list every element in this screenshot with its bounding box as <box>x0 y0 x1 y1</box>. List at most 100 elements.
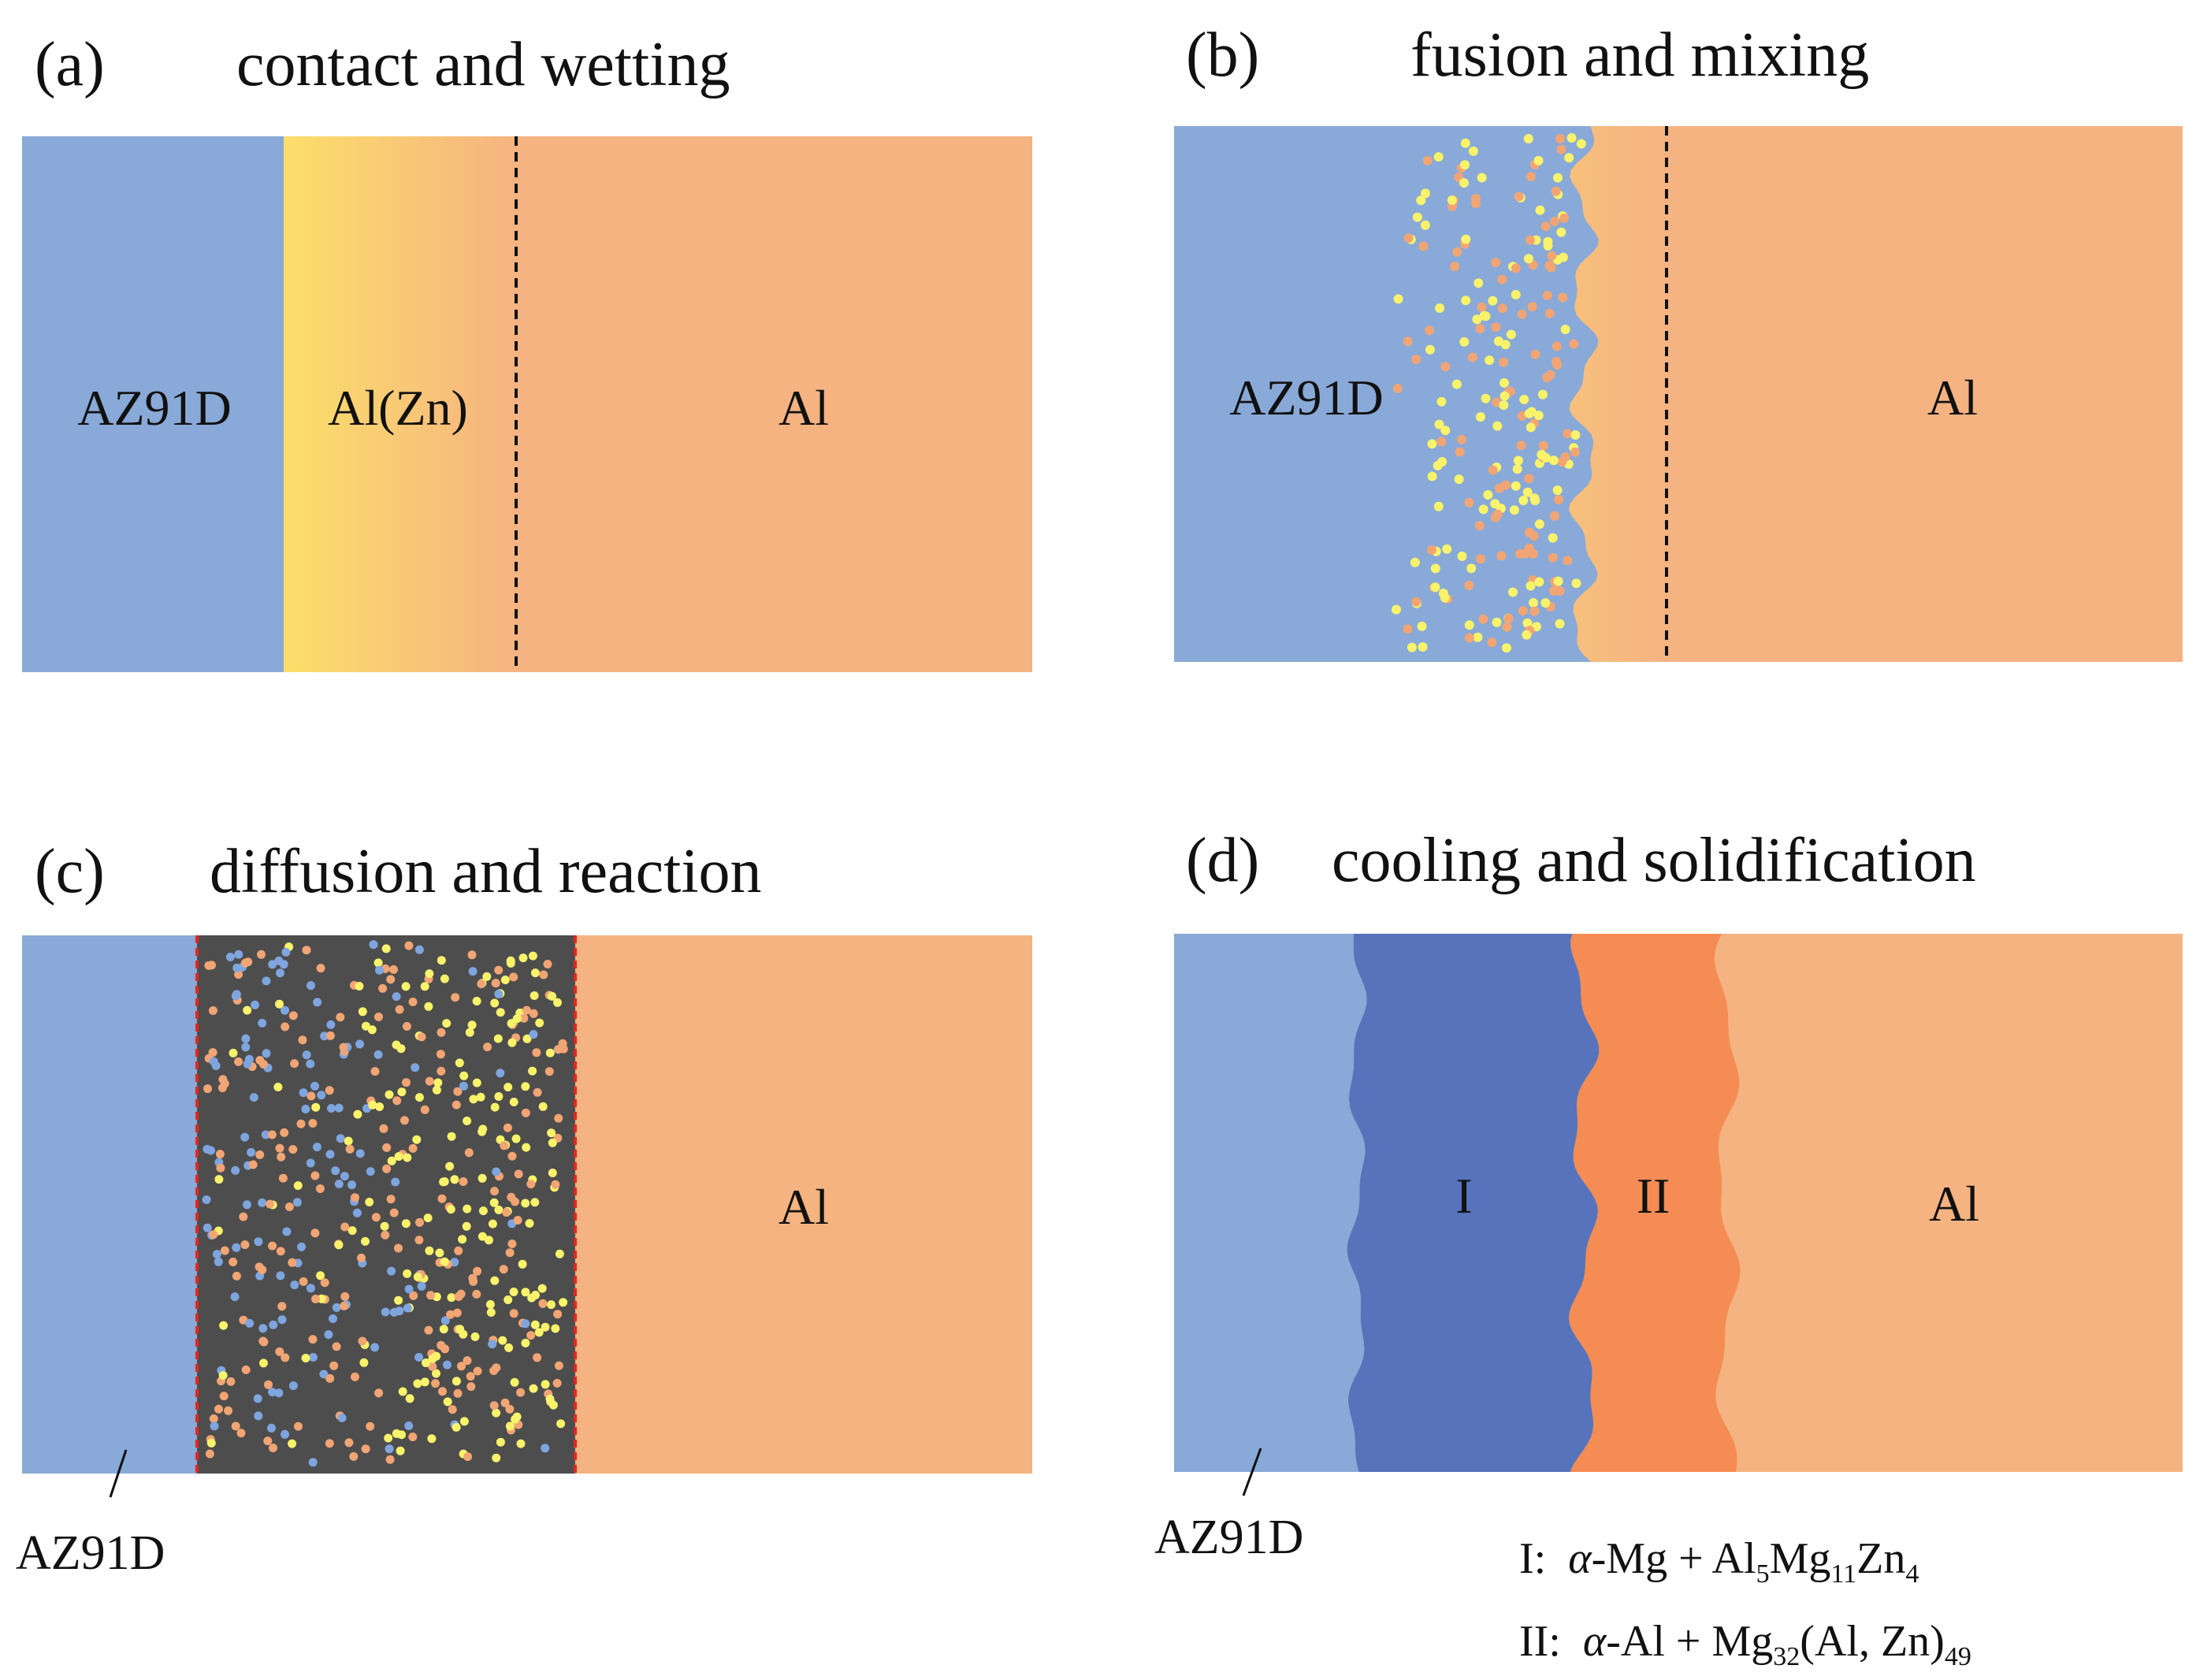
reaction-dot <box>521 1319 530 1329</box>
mixing-dot <box>1530 349 1540 359</box>
panel-c-diagram <box>22 935 1032 1498</box>
reaction-dot <box>266 1199 275 1209</box>
reaction-dot <box>288 1258 297 1267</box>
reaction-dot <box>414 1093 424 1102</box>
reaction-dot <box>277 1152 286 1162</box>
reaction-dot <box>534 1328 544 1337</box>
mixing-dot <box>1452 247 1462 257</box>
reaction-dot <box>436 1050 445 1059</box>
reaction-dot <box>551 1324 560 1333</box>
reaction-dot <box>437 1028 446 1037</box>
reaction-dot <box>417 1281 426 1291</box>
reaction-dot <box>209 1414 218 1423</box>
reaction-dot <box>545 1394 555 1403</box>
mixing-dot <box>1478 504 1488 515</box>
reaction-dot <box>425 1076 434 1086</box>
reaction-dot <box>521 1082 530 1091</box>
legend-phase-I-text: -Mg + Al <box>1591 1534 1756 1583</box>
mixing-dot <box>1543 236 1553 247</box>
reaction-dot <box>251 1000 260 1009</box>
reaction-dot <box>499 1265 508 1274</box>
mixing-dot <box>1545 370 1555 380</box>
mixing-dot <box>1499 400 1509 411</box>
reaction-dot <box>494 965 504 975</box>
reaction-dot <box>522 1034 532 1043</box>
reaction-dot <box>399 1116 409 1125</box>
reaction-dot <box>276 968 284 978</box>
panel-a-az91d-region <box>22 136 284 672</box>
reaction-dot <box>276 1247 285 1256</box>
reaction-dot <box>310 1171 320 1180</box>
mixing-dot <box>1555 134 1565 143</box>
reaction-dot <box>529 1030 538 1039</box>
mixing-dot <box>1547 251 1557 261</box>
reaction-dot <box>370 1343 380 1352</box>
reaction-dot <box>447 1132 456 1141</box>
reaction-dot <box>381 1307 390 1317</box>
mixing-dot <box>1476 554 1485 564</box>
mixing-dot <box>1526 407 1537 417</box>
mixing-dot <box>1451 379 1462 389</box>
reaction-dot <box>420 1377 429 1387</box>
reaction-dot <box>392 992 401 1002</box>
reaction-dot <box>547 1128 556 1138</box>
reaction-dot <box>320 1031 329 1041</box>
reaction-dot <box>414 1236 424 1245</box>
mixing-dot <box>1522 630 1532 640</box>
reaction-dot <box>392 1096 402 1106</box>
reaction-dot <box>214 1257 223 1266</box>
reaction-dot <box>310 1228 320 1238</box>
reaction-dot <box>482 972 492 981</box>
reaction-dot <box>340 1292 350 1301</box>
reaction-dot <box>325 1150 335 1159</box>
mixing-dot <box>1459 336 1470 347</box>
reaction-dot <box>302 946 311 955</box>
mixing-dot <box>1527 302 1537 312</box>
reaction-dot <box>509 1309 518 1318</box>
mixing-dot <box>1421 188 1430 199</box>
reaction-dot <box>555 1249 564 1258</box>
reaction-dot <box>334 1103 344 1113</box>
reaction-dot <box>448 1405 457 1414</box>
reaction-dot <box>307 981 315 991</box>
reaction-dot <box>551 1180 560 1189</box>
reaction-dot <box>467 950 477 960</box>
mixing-dot <box>1403 624 1413 634</box>
reaction-dot <box>402 1022 411 1031</box>
reaction-dot <box>301 1105 310 1113</box>
reaction-dot <box>258 1198 267 1207</box>
reaction-dot <box>340 1172 349 1181</box>
reaction-dot <box>358 1336 367 1346</box>
mixing-dot <box>1549 511 1559 521</box>
reaction-dot <box>355 1149 365 1158</box>
mixing-dot <box>1466 563 1477 574</box>
reaction-dot <box>466 1382 476 1392</box>
reaction-dot <box>559 1298 568 1307</box>
reaction-dot <box>510 1377 519 1387</box>
reaction-dot <box>472 1078 481 1087</box>
reaction-dot <box>378 983 388 993</box>
reaction-dot <box>530 1198 540 1207</box>
panel-b-label: (b) <box>1186 20 1260 90</box>
reaction-dot <box>401 1219 411 1228</box>
mixing-dot <box>1522 487 1533 497</box>
reaction-dot <box>382 1143 392 1152</box>
reaction-dot <box>301 1354 310 1362</box>
legend-phase-I-sub2: 11 <box>1830 1559 1857 1589</box>
reaction-dot <box>226 1377 236 1386</box>
reaction-dot <box>478 1206 488 1216</box>
reaction-dot <box>284 1202 294 1211</box>
reaction-dot <box>431 1379 440 1388</box>
reaction-dot <box>545 1048 555 1057</box>
reaction-dot <box>527 1293 537 1303</box>
reaction-dot <box>500 1398 510 1407</box>
reaction-dot <box>473 1366 482 1376</box>
reaction-dot <box>424 1325 433 1335</box>
mixing-dot <box>1497 303 1507 314</box>
mixing-dot <box>1491 258 1501 268</box>
reaction-dot <box>294 1422 303 1431</box>
reaction-dot <box>359 1358 369 1367</box>
reaction-dot <box>505 1404 515 1414</box>
mixing-dot <box>1411 597 1421 607</box>
mixing-dot <box>1508 587 1518 597</box>
